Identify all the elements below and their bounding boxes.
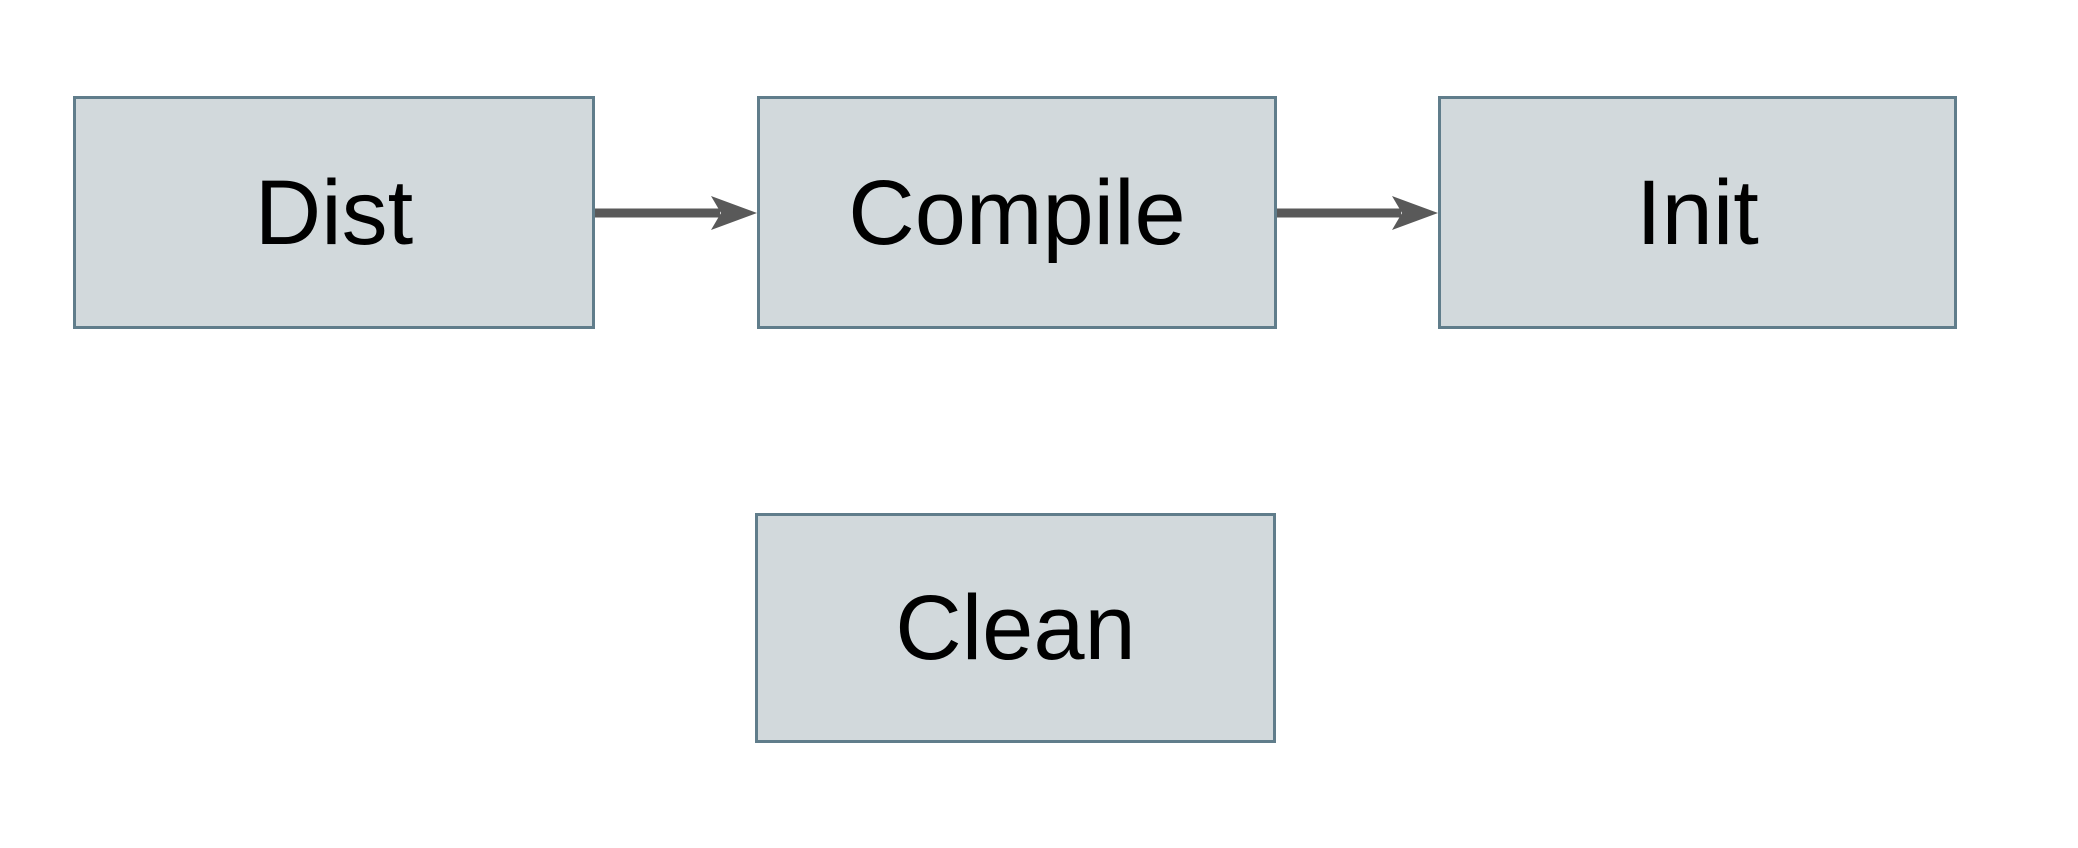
node-compile: Compile	[757, 96, 1277, 329]
node-compile-label: Compile	[848, 161, 1186, 264]
node-clean-label: Clean	[895, 577, 1136, 679]
arrow-compile-to-init	[1277, 196, 1438, 230]
node-init-label: Init	[1636, 161, 1759, 264]
node-dist-label: Dist	[254, 161, 414, 264]
node-init: Init	[1438, 96, 1957, 329]
arrow-dist-to-compile	[595, 196, 757, 230]
arrow-dist-to-compile-head	[711, 196, 757, 230]
node-dist: Dist	[73, 96, 595, 329]
node-clean: Clean	[755, 513, 1276, 743]
arrow-compile-to-init-head	[1392, 196, 1438, 230]
